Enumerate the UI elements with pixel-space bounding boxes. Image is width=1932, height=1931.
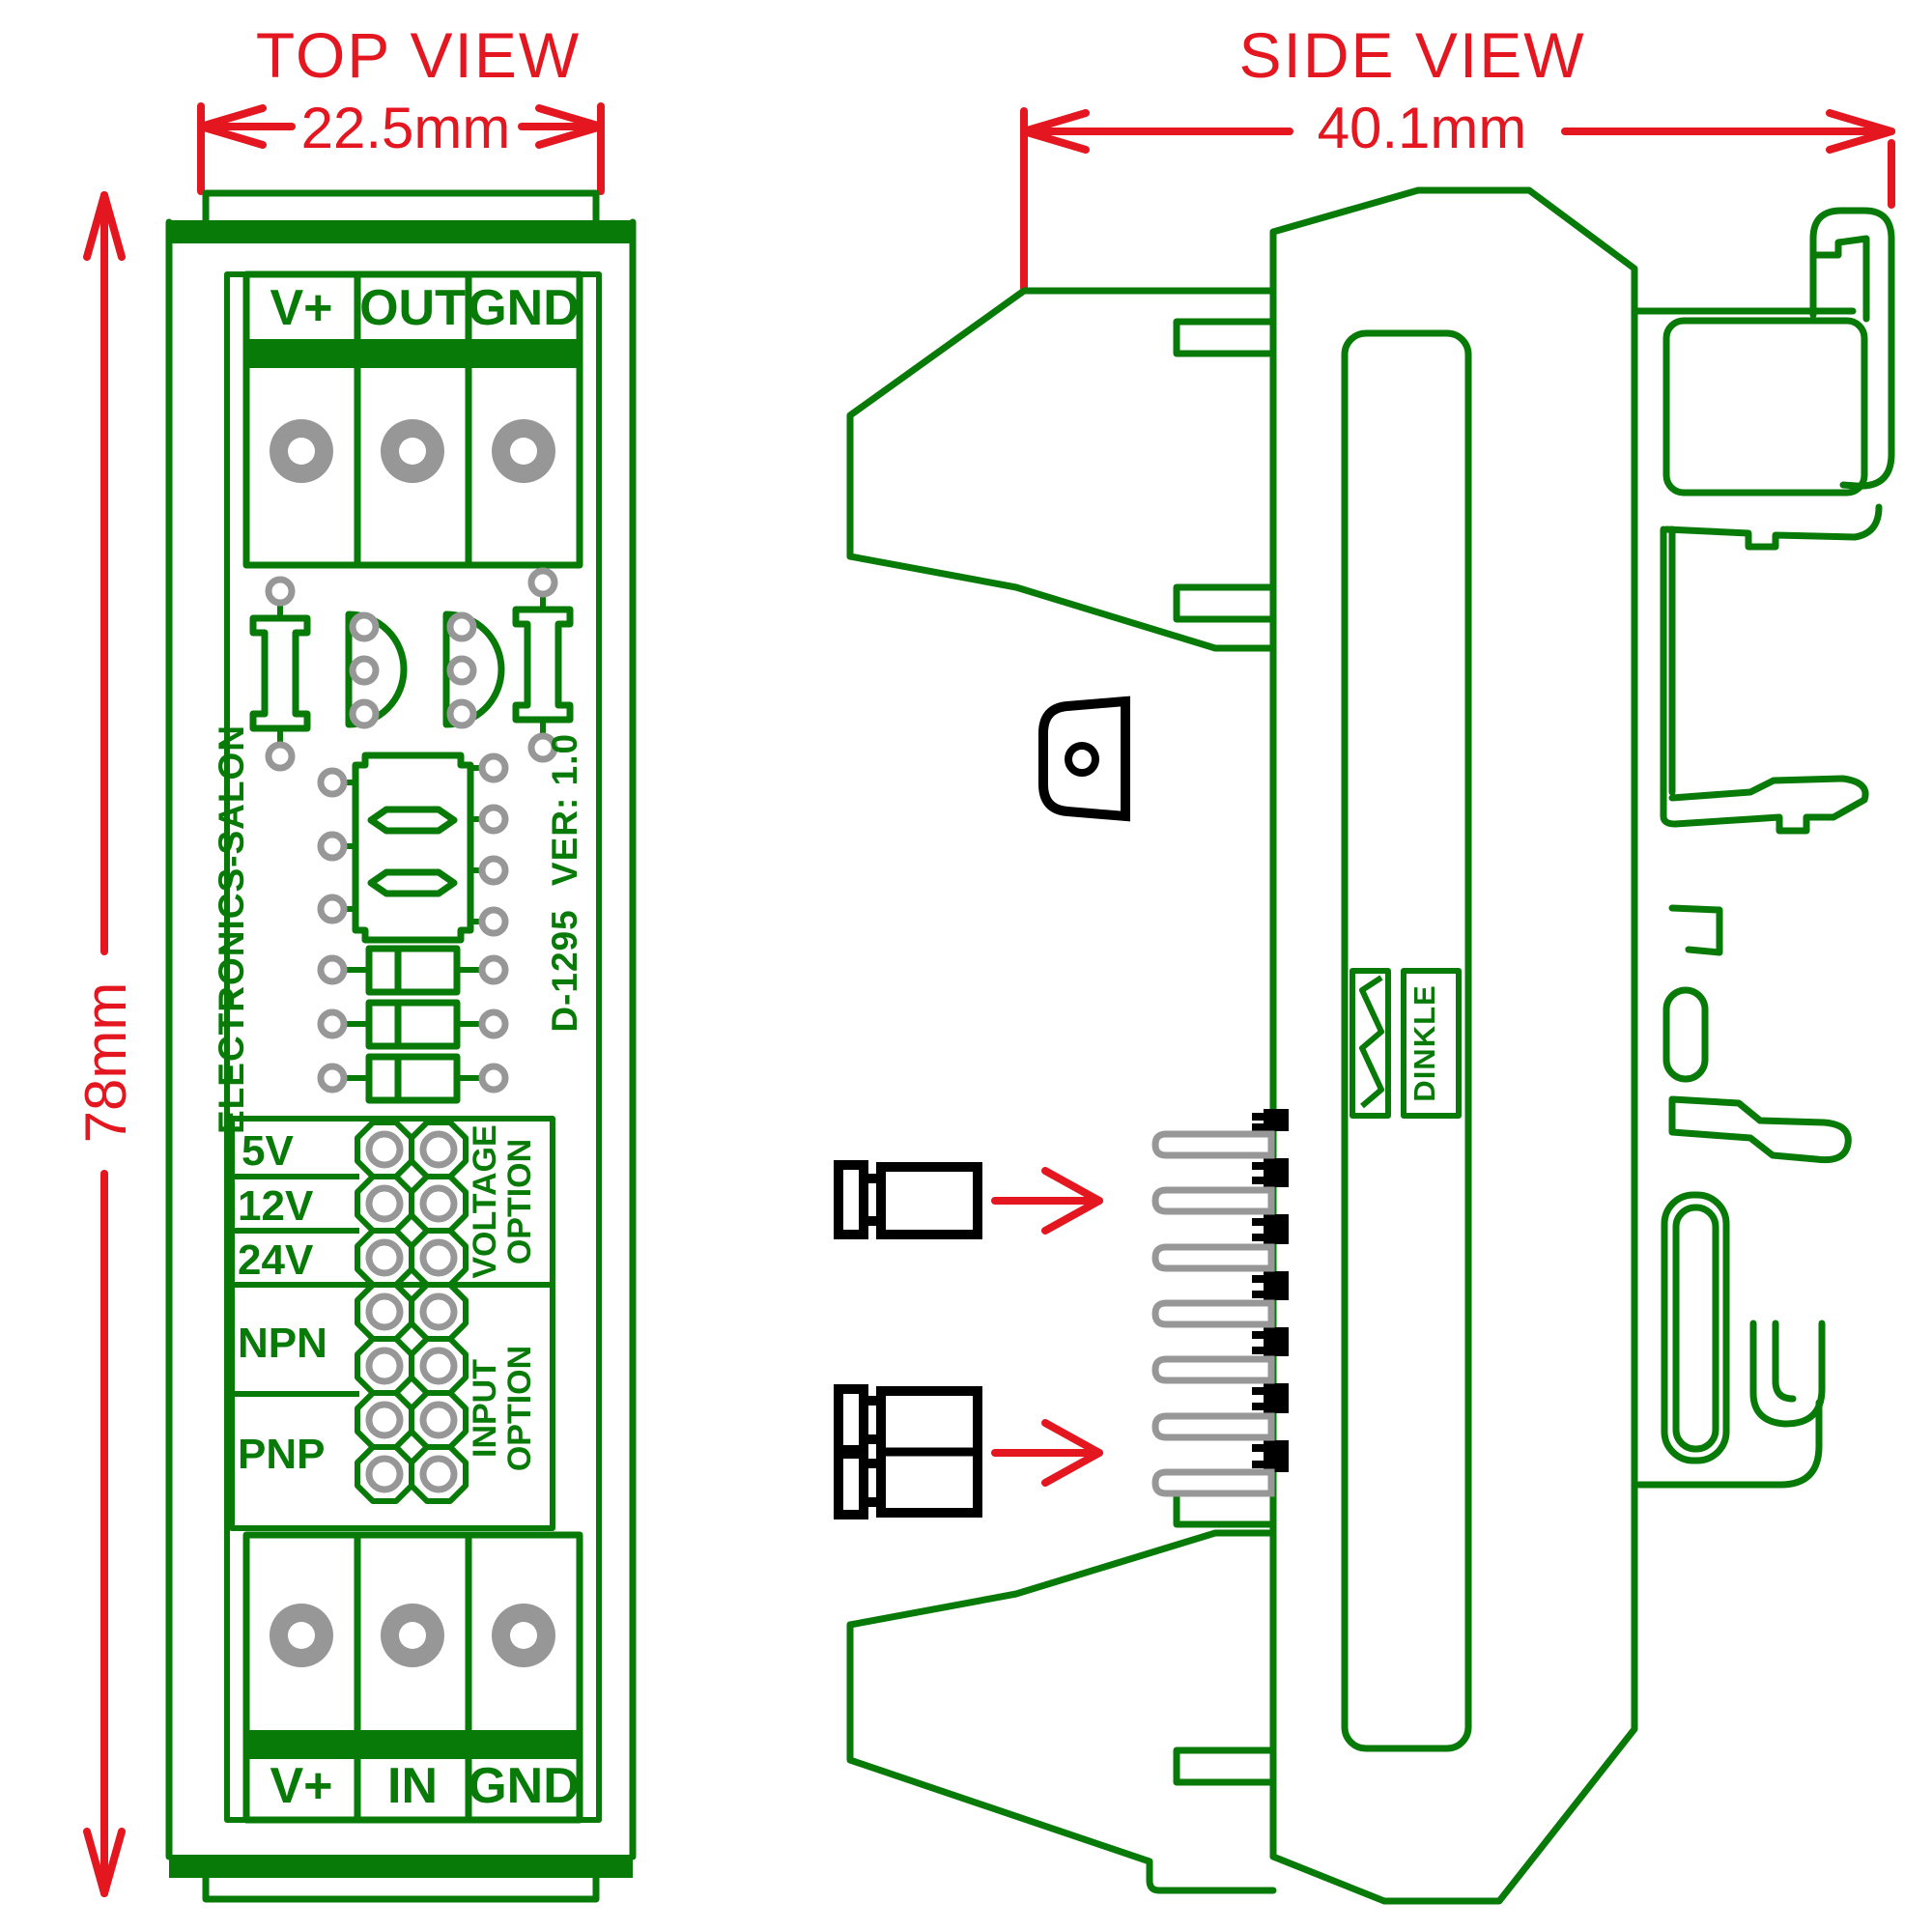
module-body-cavity [1341,329,1472,1752]
side-view-title: SIDE VIEW [1238,19,1585,91]
bottom-terminal-block: V+ IN GND [242,1531,583,1824]
input-option-label-1: INPUT [467,1359,503,1458]
width-dim-label: 22.5mm [301,96,511,160]
side-view-drawing: DINKLE [834,186,1895,1905]
terminal-label-vplus-top: V+ [270,280,332,336]
jumper-row-label-pnp: PNP [238,1431,325,1478]
voltage-option-label-2: OPTION [501,1139,538,1264]
din-clip-top-hook [1809,207,1895,490]
terminal-label-in: IN [387,1758,438,1814]
jumper-cap-single [834,1160,982,1239]
voltage-option-label-1: VOLTAGE [467,1124,503,1278]
top-terminal-block: V+ OUT GND [242,270,583,569]
pin-header-strip [1155,1109,1289,1493]
jumper-option-block: 5V 12V 24V NPN PNP VOLTAGE OPTION INPUT … [229,1116,555,1531]
silkscreen-model-text: D-1295 [545,909,584,1032]
input-option-label-2: OPTION [501,1346,538,1471]
diode-footprints [321,945,505,1104]
width-dimension-side-view: 40.1mm [1020,96,1895,292]
top-view-title: TOP VIEW [256,19,581,91]
silkscreen-version-text: VER: 1.0 [545,733,584,886]
relay-footprint [321,752,505,944]
din-rail-slot [1662,317,1868,497]
resistor-footprint [249,614,311,732]
pcb-outline [165,189,637,1903]
resistor-footprint [512,606,574,724]
din-clip-latch [1635,525,1869,1489]
din-rail-clip [1631,207,1895,1489]
jumper-row-label-12v: 12V [238,1182,314,1230]
height-dim-label: 78mm [73,982,138,1144]
terminal-label-gnd-top: GND [468,280,580,336]
jumper-row-label-npn: NPN [238,1320,327,1367]
terminal-label-out: OUT [359,280,466,336]
dinkle-logo-glyph [1359,975,1384,1109]
din-clip-lip [1662,503,1883,551]
dinkle-logo-text: DINKLE [1407,984,1441,1101]
terminal-screw-holes-top [270,419,555,483]
insert-arrow-double [991,1419,1103,1487]
terminal-label-gnd-bottom: GND [468,1758,580,1814]
jumper-row-label-24v: 24V [238,1236,314,1284]
jumper-row-label-5v: 5V [242,1127,294,1175]
screw-clamp-piece [1038,696,1130,822]
terminal-screw-holes-bottom [270,1604,555,1667]
component-footprints [249,571,574,1104]
module-body-outline [1269,186,1638,1905]
insert-arrow-single [991,1167,1103,1235]
width-dimension-top-view: 22.5mm [197,96,605,195]
top-view-drawing: V+ OUT GND [165,189,637,1903]
silkscreen-brand-text: ELECTRONICS-SALON [212,724,251,1134]
height-dimension-top-view: 78mm [73,191,138,1897]
terminal-label-vplus-bottom: V+ [270,1758,332,1814]
side-width-dim-label: 40.1mm [1318,96,1527,160]
jumper-cap-double [834,1384,982,1519]
dinkle-logo: DINKLE [1350,968,1462,1119]
side-top-terminal-block [846,287,1277,652]
side-bottom-terminal-block [846,1489,1277,1894]
dimension-annotations: TOP VIEW SIDE VIEW 22.5mm 78mm [73,19,1895,1897]
